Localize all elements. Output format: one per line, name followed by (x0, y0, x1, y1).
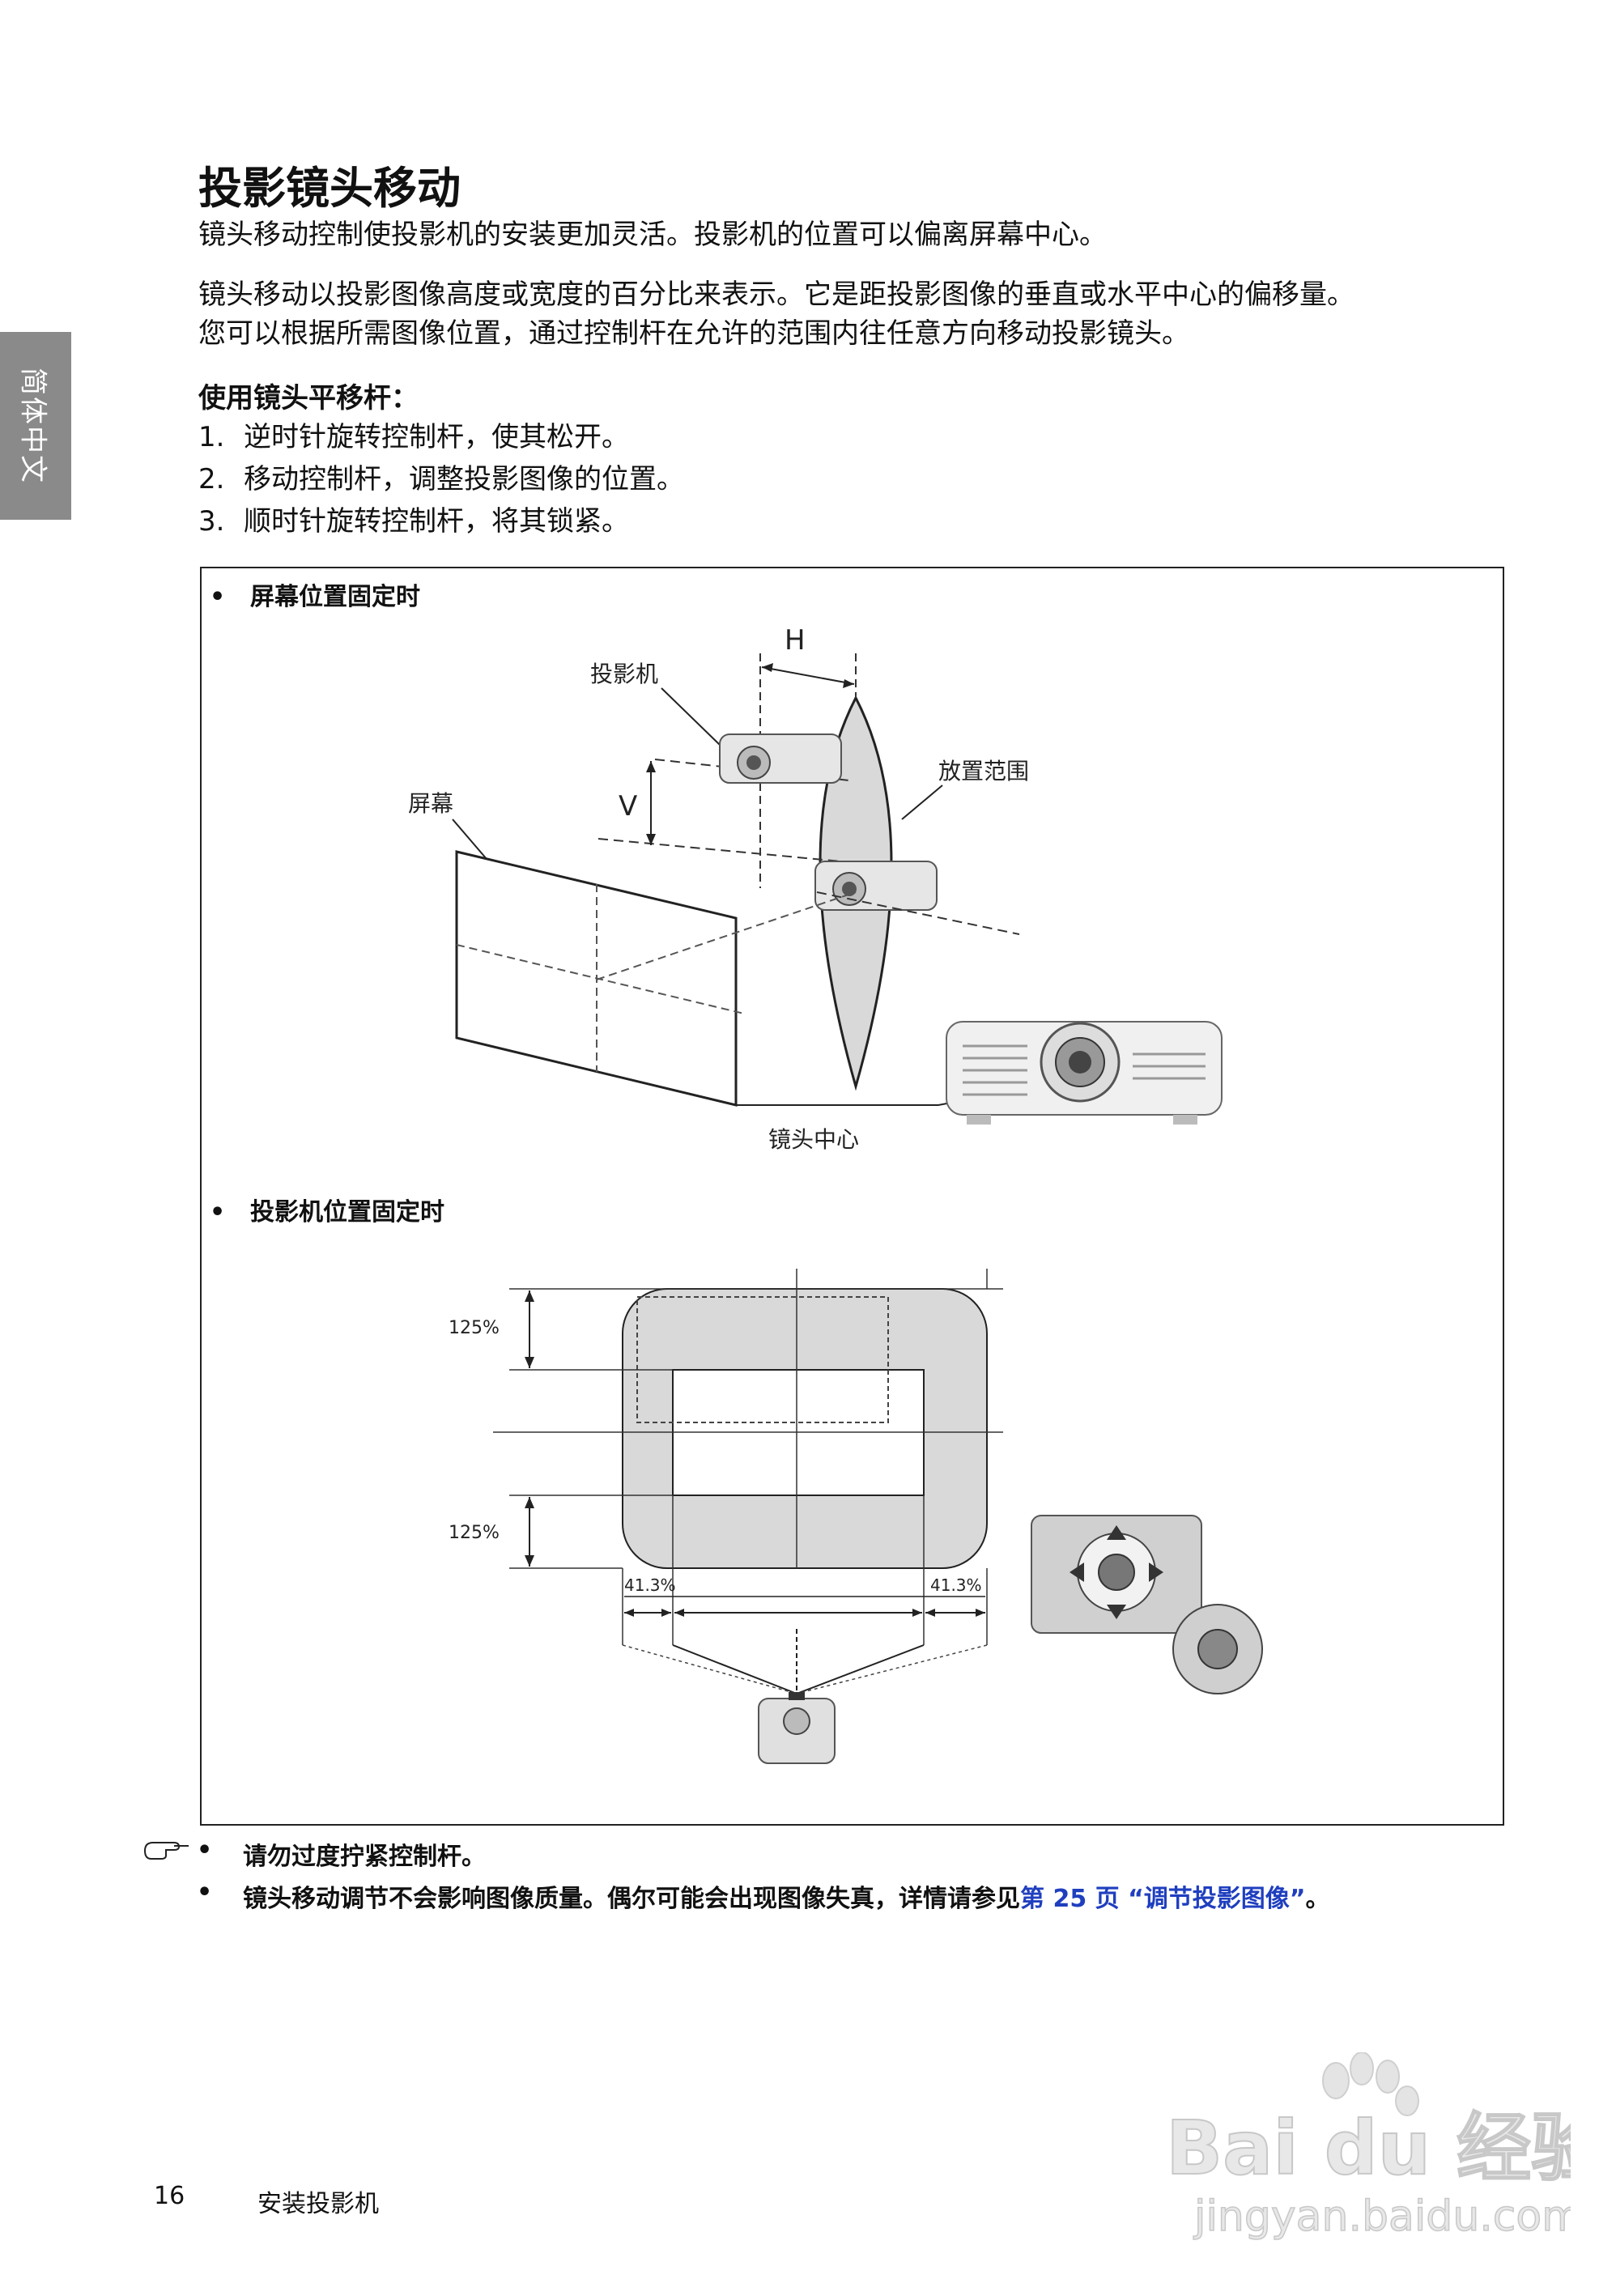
section2-heading: •投影机位置固定时 (210, 1198, 444, 1227)
intro-paragraph: 镜头移动控制使投影机的安装更加灵活。投影机的位置可以偏离屏幕中心。 (198, 219, 1107, 251)
detail-line-1: 镜头移动以投影图像高度或宽度的百分比来表示。它是距投影图像的垂直或水平中心的偏移… (198, 278, 1354, 311)
side-tab-label: 简体中文 (16, 368, 49, 484)
range-label: 放置范围 (938, 758, 1029, 784)
lens-center-label: 镜头中心 (768, 1126, 859, 1153)
lens-lever-closeup-image (1031, 1515, 1263, 1694)
projector-lower-image (814, 861, 938, 911)
right-percent-label: 41.3% (930, 1575, 982, 1595)
footer-section-title: 安装投影机 (257, 2190, 379, 2218)
section1-heading: •屏幕位置固定时 (210, 583, 420, 611)
steps-list: 1.逆时针旋转控制杆，使其松开。 2.移动控制杆，调整投影图像的位置。 3.顺时… (198, 416, 684, 542)
svg-text:Bai du 经验: Bai du 经验 (1166, 2105, 1571, 2192)
step-item: 3.顺时针旋转控制杆，将其锁紧。 (198, 505, 629, 538)
note-text: 请勿过度拧紧控制杆。 (243, 1843, 486, 1871)
pointing-hand-icon (143, 1842, 189, 1860)
detail-line-2: 您可以根据所需图像位置，通过控制杆在允许的范围内往任意方向移动投影镜头。 (198, 317, 1189, 350)
v-label: V (619, 790, 637, 823)
note-text: 镜头移动调节不会影响图像质量。偶尔可能会出现图像失真，详情请参见第 25 页 “… (243, 1885, 1330, 1913)
page-title: 投影镜头移动 (198, 163, 461, 214)
step-item: 1.逆时针旋转控制杆，使其松开。 (198, 421, 629, 453)
screen-label: 屏幕 (408, 790, 453, 817)
bottom-percent-label: 125% (449, 1523, 500, 1543)
page-reference-link[interactable]: 第 25 页 “调节投影图像” (1020, 1885, 1306, 1913)
top-percent-label: 125% (449, 1318, 500, 1338)
lever-heading: 使用镜头平移杆： (198, 382, 419, 415)
svg-text:jingyan.baidu.com: jingyan.baidu.com (1193, 2192, 1571, 2241)
projector-top-view-image (758, 1692, 836, 1764)
projector-upper-image (719, 733, 842, 784)
left-percent-label: 41.3% (624, 1575, 676, 1595)
h-label: H (785, 624, 806, 657)
page-number: 16 (154, 2182, 185, 2210)
projector-large-image (946, 1021, 1223, 1125)
screen-fixed-diagram: H V 投影机 放置范围 屏幕 (408, 624, 1223, 1153)
projector-label: 投影机 (590, 661, 658, 687)
projector-fixed-diagram: 125% 125% 41.3% 41.3% (449, 1269, 1263, 1764)
language-side-tab: 简体中文 (0, 332, 71, 520)
baidu-watermark: Bai du 经验 jingyan.baidu.com (1165, 2052, 1571, 2242)
step-item: 2.移动控制杆，调整投影图像的位置。 (198, 463, 684, 495)
figure-box: •屏幕位置固定时 H V 投影机 (200, 567, 1504, 1826)
